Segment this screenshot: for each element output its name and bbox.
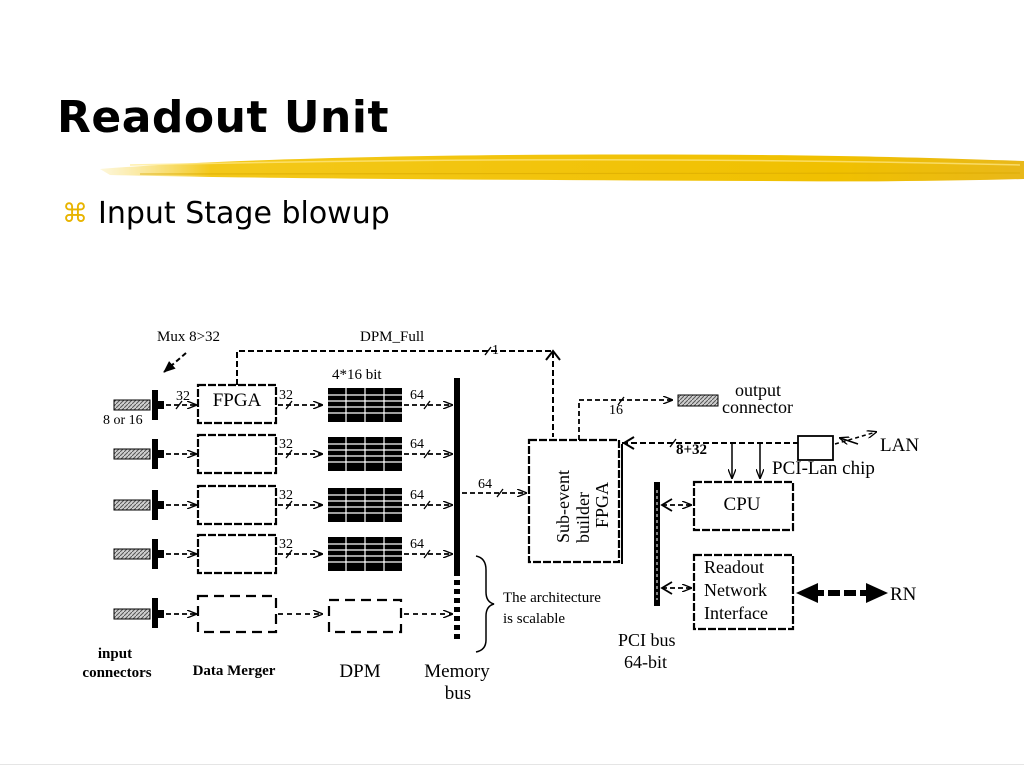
dpm-label: DPM (339, 661, 380, 682)
rn-link (796, 583, 888, 603)
input-row-4: 32 64 (113, 533, 452, 575)
rni-label-line3: Interface (704, 603, 768, 623)
svg-text:32: 32 (279, 437, 293, 452)
footer-divider (0, 764, 1024, 765)
input-width-label: 32 (176, 389, 190, 404)
memory-bus-label-line1: Memory (424, 661, 490, 682)
output-connector-label-line2: connector (722, 397, 793, 417)
svg-text:32: 32 (279, 488, 293, 503)
cpu-block (692, 480, 795, 532)
rni-label-line1: Readout (704, 557, 764, 577)
bullet-item: ⌘ Input Stage blowup (62, 196, 390, 231)
dpm-in-width-label: 32 (279, 388, 293, 403)
dpm-chip (328, 388, 402, 422)
lan-label: LAN (880, 435, 919, 456)
input-connector (113, 399, 151, 411)
svg-text:32: 32 (279, 537, 293, 552)
cpu-bus-width-label: 8+32 (676, 442, 707, 458)
builder-label-line3: FPGA (592, 482, 612, 528)
scalable-note-line1: The architecture (503, 590, 601, 606)
input-row-2: 32 64 (113, 433, 452, 475)
input-row-scalable (113, 594, 452, 634)
memory-bus-label-line2: bus (445, 683, 471, 704)
slide-title: Readout Unit (57, 92, 389, 143)
sub-event-builder-fpga (527, 438, 621, 564)
builder-width-label: 64 (478, 477, 492, 492)
pci-lan-chip-label: PCI-Lan chip (772, 458, 875, 479)
pci-bus-label-line2: 64-bit (624, 652, 667, 672)
rni-label-line2: Network (704, 580, 767, 600)
dpm-full-width-label: 1 (492, 343, 499, 358)
data-merger-label: Data Merger (193, 663, 276, 679)
output-width-label: 16 (609, 403, 623, 418)
dpm-width-label: 4*16 bit (332, 367, 382, 383)
dpm-chip (328, 437, 402, 471)
memory-bus-width-label: 64 (410, 388, 424, 403)
input-connectors-label-line2: connectors (82, 665, 151, 681)
svg-text:64: 64 (410, 537, 424, 552)
command-bullet-icon: ⌘ (62, 198, 88, 229)
input-width-alt-label: 8 or 16 (103, 413, 143, 428)
mux-arrow (163, 352, 187, 373)
title-highlight-stroke (100, 154, 1024, 182)
dpm-chip (328, 488, 402, 522)
builder-label-line2: builder (573, 492, 593, 543)
readout-network-interface (692, 553, 795, 631)
dpm-full-line: 1 (236, 343, 561, 437)
pci-lan-chip (797, 435, 834, 461)
bullet-text: Input Stage blowup (98, 196, 390, 231)
output-connector-label-line1: output (735, 380, 781, 400)
fpga-label: FPGA (213, 390, 262, 411)
output-connector (677, 394, 719, 407)
scalable-note-line2: is scalable (503, 611, 565, 627)
svg-text:64: 64 (410, 437, 424, 452)
data-merger-fpga (196, 383, 278, 425)
mux-label: Mux 8>32 (157, 329, 220, 345)
svg-text:64: 64 (410, 488, 424, 503)
builder-label-line1: Sub-event (553, 470, 573, 543)
input-connectors-label-line1: input (98, 646, 132, 662)
memory-bus-bar (454, 378, 460, 576)
cpu-label: CPU (724, 494, 761, 515)
scalable-brace (475, 555, 495, 653)
input-row-1: 32 FPGA 32 64 (113, 383, 452, 425)
output-path (578, 400, 672, 440)
rn-label: RN (890, 584, 917, 605)
pci-bus-label-line1: PCI bus (618, 630, 676, 650)
dpm-full-label: DPM_Full (360, 329, 424, 345)
input-row-3: 32 64 (113, 484, 452, 526)
dpm-chip (328, 537, 402, 571)
